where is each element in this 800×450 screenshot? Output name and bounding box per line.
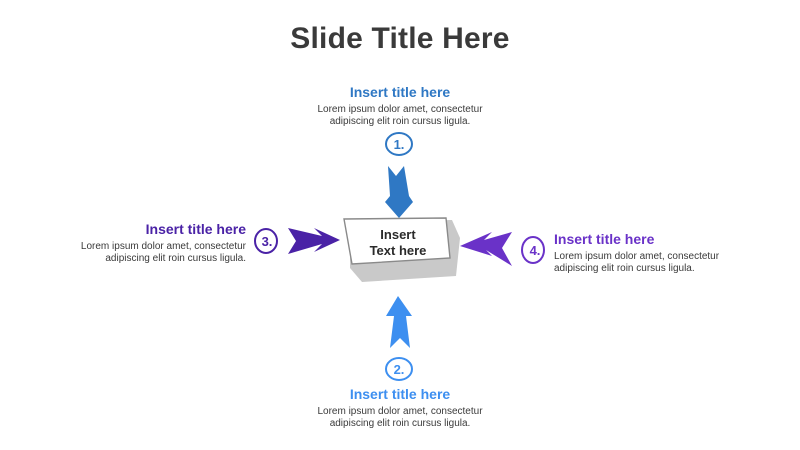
item-1-block: Insert title here Lorem ipsum dolor amet… bbox=[280, 84, 520, 128]
item-2-desc-line2: adipiscing elit roin cursus ligula. bbox=[329, 418, 471, 429]
item-1-desc-line2: adipiscing elit roin cursus ligula. bbox=[329, 116, 471, 127]
number-badge-3-circle bbox=[254, 228, 278, 254]
item-3-desc-line2: adipiscing elit roin cursus ligula. bbox=[105, 253, 246, 264]
item-1-title: Insert title here bbox=[349, 84, 451, 100]
item-1-description: Lorem ipsum dolor amet, consectetur adip… bbox=[280, 104, 520, 128]
item-2-desc-line1: Lorem ipsum dolor amet, consectetur bbox=[317, 406, 483, 417]
number-badge-2-circle bbox=[385, 357, 413, 381]
item-4-desc-line2: adipiscing elit roin cursus ligula. bbox=[554, 263, 695, 274]
number-badge-3: 3. bbox=[262, 234, 273, 249]
item-3-desc-line1: Lorem ipsum dolor amet, consectetur bbox=[80, 241, 246, 252]
slide-title: Slide Title Here bbox=[290, 22, 510, 55]
item-4-desc-line1: Lorem ipsum dolor amet, consectetur bbox=[554, 251, 720, 262]
item-3-description: Lorem ipsum dolor amet, consectetur adip… bbox=[36, 241, 246, 265]
item-4-block: Insert title here Lorem ipsum dolor amet… bbox=[554, 231, 764, 275]
number-badge-2: 2. bbox=[394, 362, 405, 377]
arrow-down-icon bbox=[385, 166, 413, 218]
arrow-up-icon bbox=[386, 296, 412, 348]
center-box-text: Insert Text here bbox=[350, 227, 446, 259]
item-3-block: Insert title here Lorem ipsum dolor amet… bbox=[36, 221, 246, 265]
item-1-desc-line1: Lorem ipsum dolor amet, consectetur bbox=[317, 104, 483, 115]
number-badge-1-circle bbox=[385, 132, 413, 156]
item-3-title: Insert title here bbox=[145, 221, 246, 237]
arrow-left-icon bbox=[460, 232, 512, 266]
item-2-title: Insert title here bbox=[349, 386, 451, 402]
center-box bbox=[343, 217, 460, 282]
center-box-line1: Insert bbox=[380, 227, 416, 242]
item-2-description: Lorem ipsum dolor amet, consectetur adip… bbox=[280, 406, 520, 430]
item-4-title: Insert title here bbox=[554, 231, 655, 247]
item-4-description: Lorem ipsum dolor amet, consectetur adip… bbox=[554, 251, 764, 275]
number-badge-4: 4. bbox=[530, 243, 541, 258]
center-box-line2: Text here bbox=[369, 243, 427, 258]
item-2-block: Insert title here Lorem ipsum dolor amet… bbox=[280, 386, 520, 430]
number-badge-4-circle bbox=[521, 236, 545, 264]
number-badge-1: 1. bbox=[394, 137, 405, 152]
arrow-right-icon bbox=[288, 228, 340, 254]
